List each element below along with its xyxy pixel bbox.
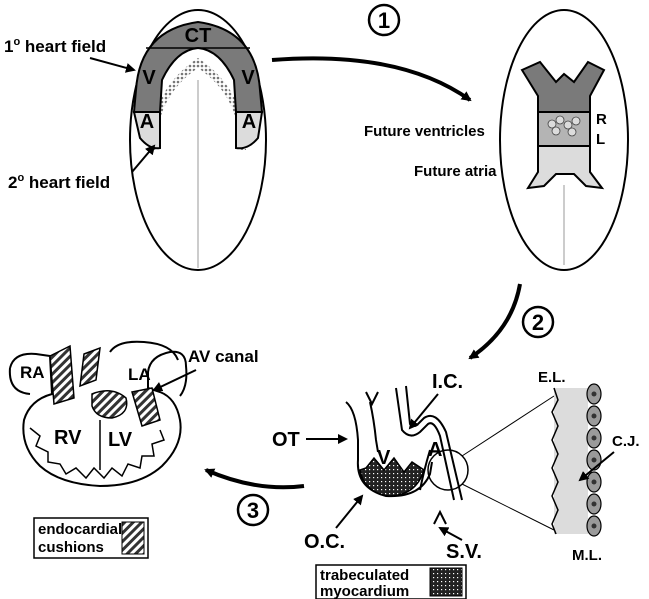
panel-cardiac-crescent: CT V V A A 1o heart field 2o heart field	[4, 10, 266, 270]
legend-endocardial-cushions: endocardial cushions	[34, 518, 148, 558]
stage-1-arrow	[272, 58, 470, 100]
stage-2-number: 2	[532, 310, 544, 335]
panel-linear-heart-tube: R L Future ventricles Future atria	[364, 10, 628, 270]
cushion-septum	[80, 348, 100, 386]
label-myocardial-layer: M.L.	[572, 547, 602, 564]
stage-3-number: 3	[247, 498, 259, 523]
label-right: R	[596, 111, 607, 128]
label-right-atrium: RA	[20, 363, 45, 382]
label-atrium-3: A	[428, 439, 442, 461]
cushion-av-center	[92, 391, 127, 418]
label-ventricle-right-1: V	[241, 67, 255, 89]
label-outer-curvature: O.C.	[304, 531, 345, 553]
stage-1-number: 1	[378, 8, 390, 33]
label-left-ventricle: LV	[108, 429, 133, 451]
sinus-venosus-pointer	[440, 528, 462, 540]
label-av-canal: AV canal	[188, 347, 259, 366]
outer-curvature-pointer	[336, 496, 362, 528]
cardiac-jelly-band	[554, 388, 588, 534]
top-caret	[366, 392, 378, 404]
sinus-venosus-caret	[434, 512, 446, 524]
legend-trabeculated-line2: myocardium	[320, 583, 409, 599]
legend-dots-swatch	[430, 568, 462, 596]
inner-curvature-pointer	[410, 394, 438, 428]
legend-hatch-swatch	[122, 522, 144, 554]
zoom-line-bottom	[462, 484, 554, 530]
legend-endocardial-line1: endocardial	[38, 521, 122, 538]
stage-3-transition: 3	[206, 470, 304, 525]
label-outflow-tract: OT	[272, 429, 300, 451]
label-future-ventricles: Future ventricles	[364, 123, 485, 140]
stage-2-transition: 2	[470, 284, 553, 358]
first-heart-field-text: heart field	[20, 37, 106, 56]
label-left: L	[596, 131, 605, 148]
stage-2-arrow	[470, 284, 520, 358]
stage-3-arrow	[206, 470, 304, 487]
label-ventricle-left-1: V	[142, 67, 156, 89]
label-cardiac-jelly: C.J.	[612, 433, 640, 450]
zoom-line-top	[462, 396, 554, 456]
label-sinus-venosus: S.V.	[446, 541, 482, 563]
first-heart-field-number: 1	[4, 37, 13, 56]
stage-1-transition: 1	[272, 5, 470, 100]
label-right-ventricle: RV	[54, 427, 82, 449]
label-atrium-left-1: A	[140, 111, 154, 133]
legend-endocardial-line2: cushions	[38, 539, 104, 556]
second-heart-field-number: 2	[8, 173, 17, 192]
label-atrium-right-1: A	[242, 111, 256, 133]
first-heart-field-pointer	[90, 58, 134, 70]
panel-looping-heart: E.L. C.J. M.L. I.C. OT V A O.C. S.V.	[272, 369, 640, 564]
label-future-atria: Future atria	[414, 163, 497, 180]
label-ct: CT	[185, 25, 212, 47]
label-inner-curvature: I.C.	[432, 371, 463, 393]
second-heart-field-text: heart field	[24, 173, 110, 192]
panel-four-chambered-heart: RA LA AV canal RV LV	[10, 342, 259, 486]
legend-trabeculated-myocardium: trabeculated myocardium	[316, 565, 466, 599]
cushion-right-atrium	[50, 346, 74, 404]
label-ventricle-3: V	[377, 447, 391, 469]
inflow-band	[538, 112, 590, 146]
label-endocardial-layer: E.L.	[538, 369, 566, 386]
legend-trabeculated-line1: trabeculated	[320, 567, 409, 584]
label-first-heart-field: 1o heart field	[4, 36, 106, 56]
label-left-atrium: LA	[128, 365, 151, 384]
label-second-heart-field: 2o heart field	[8, 172, 110, 192]
